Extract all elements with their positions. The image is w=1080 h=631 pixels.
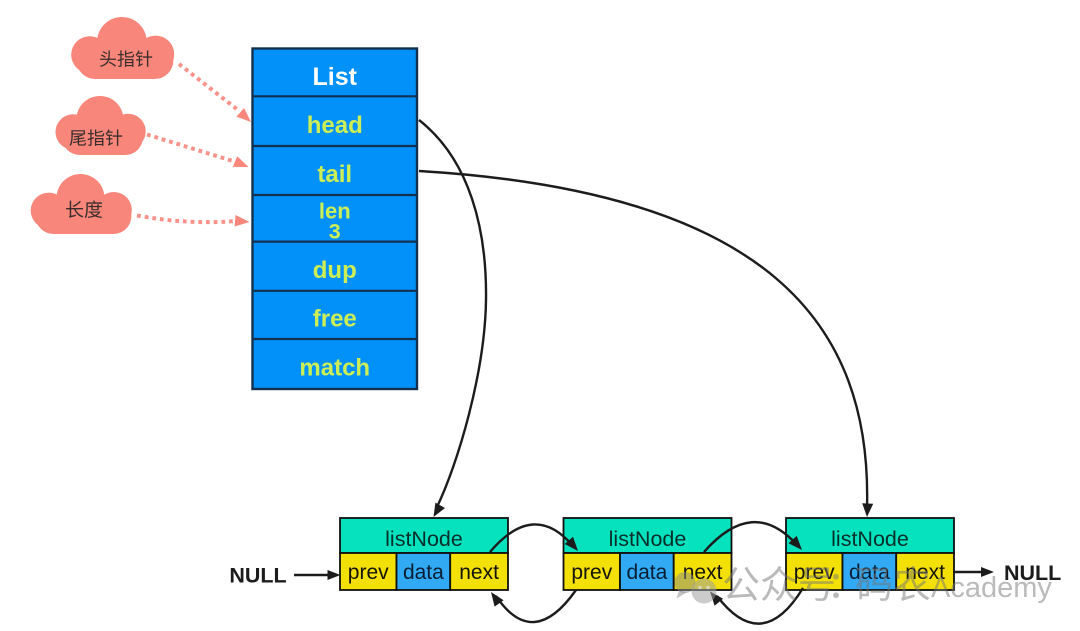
svg-text:List: List [313,63,358,91]
svg-text:NULL: NULL [229,564,286,588]
svg-text:head: head [307,112,363,139]
svg-text:prev: prev [571,561,612,584]
svg-text:len: len [319,199,351,224]
svg-text:prev: prev [348,561,389,584]
svg-text:free: free [313,306,357,333]
svg-text:data: data [849,561,890,584]
svg-text:3: 3 [329,220,341,244]
svg-text:dup: dup [313,257,357,284]
svg-text:data: data [626,561,667,584]
svg-text:listNode: listNode [609,527,687,551]
svg-text:data: data [403,561,444,584]
svg-text:Academy: Academy [931,572,1052,604]
svg-text:prev: prev [794,561,835,584]
svg-text:tail: tail [317,161,352,188]
svg-text:listNode: listNode [385,527,463,551]
svg-text:next: next [459,561,499,584]
svg-text:listNode: listNode [831,527,909,551]
svg-text:match: match [299,355,370,382]
svg-text:NULL: NULL [1004,561,1061,585]
